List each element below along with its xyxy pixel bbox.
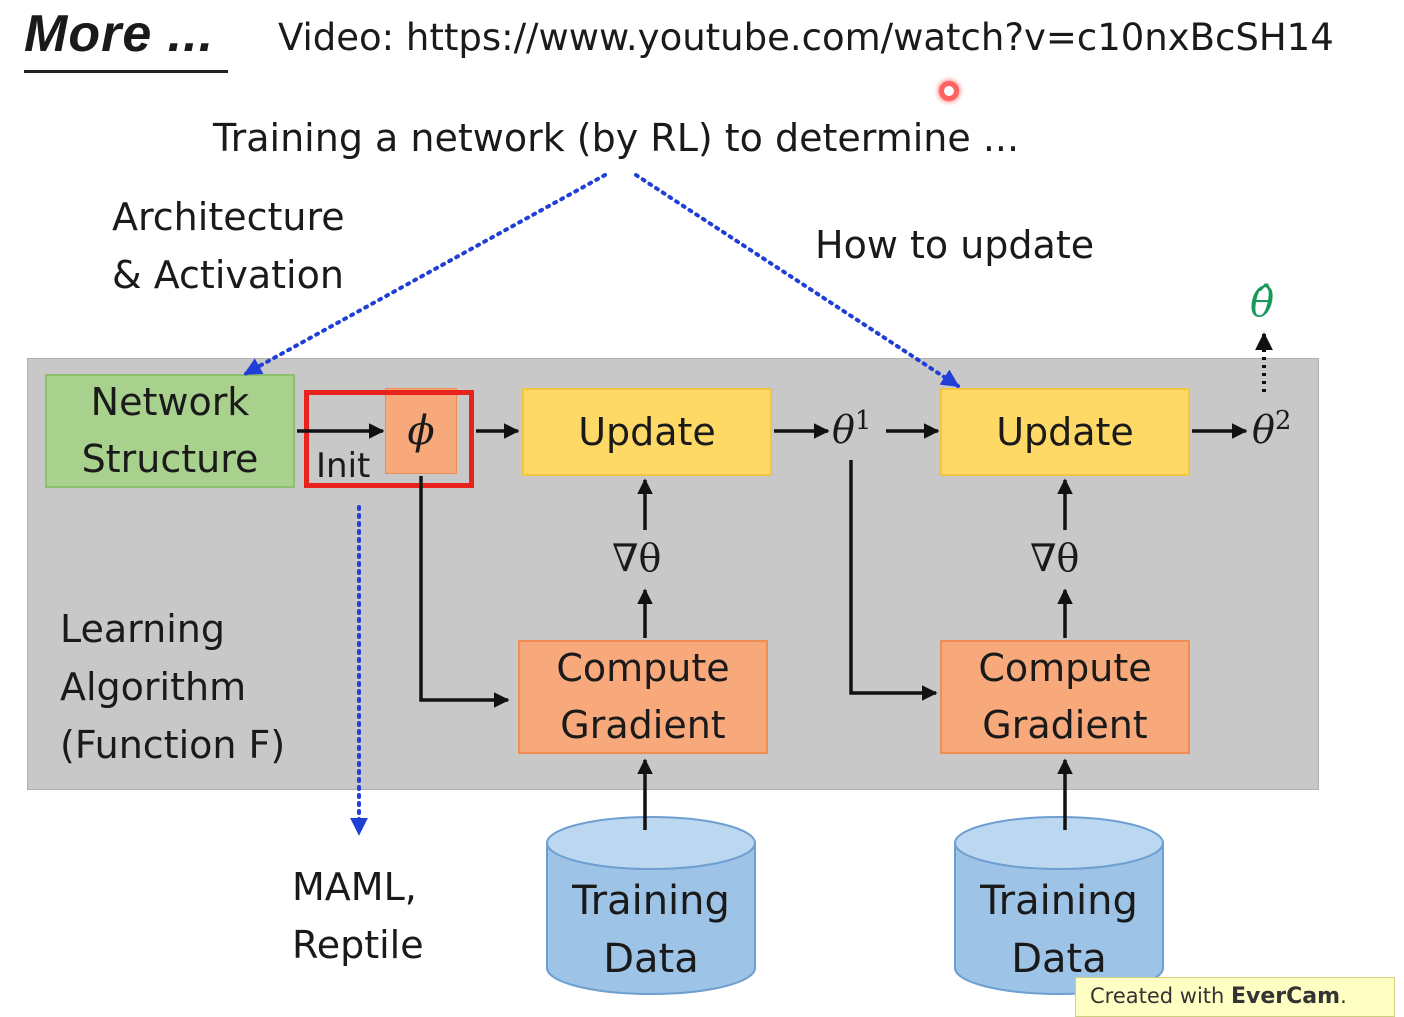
maml-line1: MAML, <box>292 865 417 909</box>
training-data-1-line2: Data <box>603 936 699 982</box>
update-box-1: Update <box>522 388 772 476</box>
architecture-line1: Architecture <box>112 195 345 239</box>
maml-label: MAML, Reptile <box>292 858 424 974</box>
compute-gradient-box-2: Compute Gradient <box>940 640 1190 754</box>
theta-2-label: θ2 <box>1252 406 1291 452</box>
compute-gradient-box-1: Compute Gradient <box>518 640 768 754</box>
arrow-rl-to-structure <box>243 173 607 376</box>
training-data-2-label: Training Data <box>959 872 1159 988</box>
compute-gradient-1-line2: Gradient <box>560 703 726 747</box>
training-data-cylinder-2 <box>954 816 1164 995</box>
compute-gradient-1-line1: Compute <box>556 646 730 690</box>
theta-1-label: θ1 <box>832 406 871 452</box>
arrow-theta1-to-compute2 <box>849 460 938 701</box>
title-underline <box>24 70 228 73</box>
pointer-dot-icon <box>939 81 959 101</box>
compute-gradient-2-line2: Gradient <box>982 703 1148 747</box>
learning-line1: Learning <box>60 607 225 651</box>
theta-hat-label: θ̂ <box>1250 280 1275 326</box>
compute-gradient-2-line1: Compute <box>978 646 1152 690</box>
watermark-brand: EverCam <box>1231 984 1341 1009</box>
training-data-1-line1: Training <box>572 878 730 924</box>
architecture-line2: & Activation <box>112 253 344 297</box>
maml-line2: Reptile <box>292 923 424 967</box>
training-heading: Training a network (by RL) to determine … <box>213 116 1020 160</box>
update-box-2: Update <box>940 388 1190 476</box>
theta-2-superscript: 2 <box>1274 406 1292 436</box>
init-highlight-frame <box>304 390 474 488</box>
theta-1-symbol: θ <box>832 407 855 452</box>
network-structure-box: Network Structure <box>45 374 295 488</box>
init-label: Init <box>316 446 371 486</box>
arrow-rl-to-update <box>634 173 960 388</box>
watermark-suffix: . <box>1340 984 1347 1008</box>
evercam-watermark: Created with EverCam. <box>1075 977 1395 1017</box>
phi-init-box: ϕ <box>385 388 457 474</box>
watermark-prefix: Created with <box>1090 984 1232 1008</box>
training-data-2-line1: Training <box>980 878 1138 924</box>
network-structure-line2: Structure <box>81 437 259 481</box>
training-data-1-label: Training Data <box>551 872 751 988</box>
theta-2-symbol: θ <box>1252 407 1275 452</box>
slide-title: More ... <box>24 5 215 63</box>
gradient-label-1: ∇θ <box>612 536 662 580</box>
theta-1-superscript: 1 <box>854 406 872 436</box>
how-to-update-label: How to update <box>815 223 1095 267</box>
video-link-text: Video: https://www.youtube.com/watch?v=c… <box>278 16 1334 59</box>
training-data-cylinder-1 <box>546 816 756 995</box>
gradient-label-2: ∇θ <box>1030 536 1080 580</box>
architecture-label: Architecture & Activation <box>112 188 345 304</box>
learning-line2: Algorithm <box>60 665 247 709</box>
training-data-2-line2: Data <box>1011 936 1107 982</box>
learning-algorithm-label: Learning Algorithm (Function F) <box>60 600 285 774</box>
arrow-phi-to-compute1 <box>419 476 510 708</box>
learning-line3: (Function F) <box>60 723 286 767</box>
network-structure-line1: Network <box>90 380 250 424</box>
